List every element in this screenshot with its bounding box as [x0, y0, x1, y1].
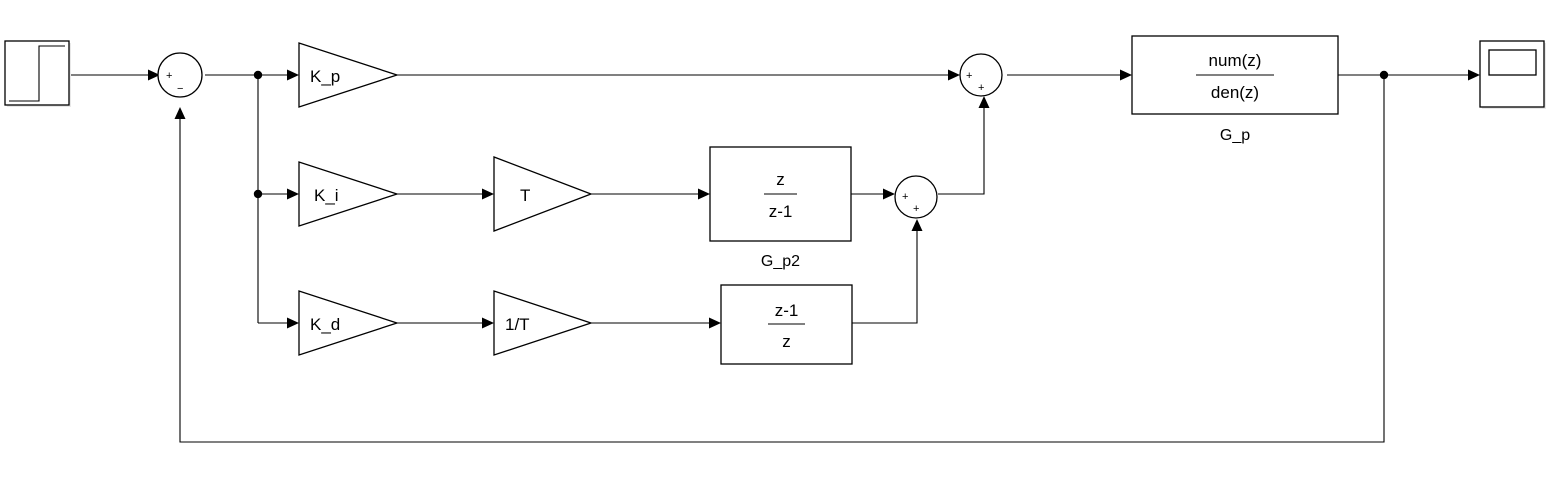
arrow-into-plant	[1120, 69, 1132, 81]
integrator-caption: G_p2	[761, 253, 800, 270]
branch-point-error	[253, 70, 263, 80]
arrow-into-sum3-bottom	[911, 219, 923, 231]
step-block-body[interactable]	[4, 40, 70, 106]
sum2-sign-bottom: +	[978, 82, 984, 94]
gain-ki[interactable]: K_i	[298, 161, 400, 227]
gain-inv-t-label: 1/T	[505, 315, 530, 334]
sum-block-3-body[interactable]	[894, 175, 938, 219]
arrow-into-kd	[287, 317, 299, 329]
step-icon	[9, 45, 65, 102]
arrow-into-diff	[709, 317, 721, 329]
arrow-into-sum2	[948, 69, 960, 81]
arrow-into-sum3	[883, 188, 895, 200]
branch-point-output	[1379, 70, 1389, 80]
sum-block-1-body[interactable]	[157, 52, 203, 98]
step-block[interactable]	[4, 40, 71, 107]
arrow-into-ki	[287, 188, 299, 200]
gain-kp-label: K_p	[310, 67, 340, 86]
gain-inv-t-body[interactable]	[493, 290, 594, 356]
scope-screen-icon	[1488, 49, 1537, 76]
arrow-into-sum2-bottom	[978, 96, 990, 108]
plant-block[interactable]: num(z) den(z) G_p	[1131, 35, 1339, 144]
sum2-sign-left: +	[966, 70, 972, 82]
integrator-block[interactable]: z z-1 G_p2	[709, 146, 852, 270]
plant-denominator: den(z)	[1211, 83, 1259, 102]
differentiator-denominator: z	[782, 332, 791, 351]
branch-point-error-2	[253, 189, 263, 199]
arrow-into-kp	[287, 69, 299, 81]
gain-ki-label: K_i	[314, 186, 339, 205]
gain-t-body[interactable]	[493, 156, 593, 232]
sum-block-3[interactable]: + +	[894, 175, 938, 219]
gain-t-label: T	[520, 186, 530, 205]
gain-inv-t[interactable]: 1/T	[493, 290, 594, 356]
gain-kp-body[interactable]	[298, 42, 400, 108]
integrator-numerator: z	[776, 170, 785, 189]
gain-kd-label: K_d	[310, 315, 340, 334]
signal-lines	[71, 74, 1470, 443]
plant-numerator: num(z)	[1209, 51, 1262, 70]
arrow-into-sum1	[148, 69, 160, 81]
gain-kd-body[interactable]	[298, 290, 400, 356]
line-sum3-to-sum2	[938, 106, 985, 195]
sum1-sign-bottom: −	[177, 83, 183, 95]
gain-ki-body[interactable]	[298, 161, 400, 227]
gain-t[interactable]: T	[493, 156, 593, 232]
sum3-sign-bottom: +	[913, 203, 919, 215]
sum1-sign-left: +	[166, 70, 172, 82]
scope-block[interactable]	[1479, 40, 1546, 109]
sum-block-2[interactable]: + +	[959, 53, 1003, 97]
arrow-into-integrator	[698, 188, 710, 200]
gain-kp[interactable]: K_p	[298, 42, 400, 108]
arrow-into-invt	[482, 317, 494, 329]
plant-caption: G_p	[1220, 127, 1250, 144]
differentiator-block[interactable]: z-1 z	[720, 284, 853, 365]
integrator-denominator: z-1	[769, 202, 793, 221]
sum3-sign-left: +	[902, 191, 908, 203]
arrow-into-scope	[1468, 69, 1480, 81]
line-diff-to-sum3	[852, 229, 918, 324]
arrow-into-t	[482, 188, 494, 200]
arrowheads	[148, 69, 1480, 329]
sum-block-2-body[interactable]	[959, 53, 1003, 97]
gain-kd[interactable]: K_d	[298, 290, 400, 356]
line-feedback	[179, 75, 1385, 443]
sum-block-1[interactable]: + −	[157, 52, 203, 98]
arrow-into-sum1-bottom	[174, 107, 186, 119]
differentiator-numerator: z-1	[775, 301, 799, 320]
